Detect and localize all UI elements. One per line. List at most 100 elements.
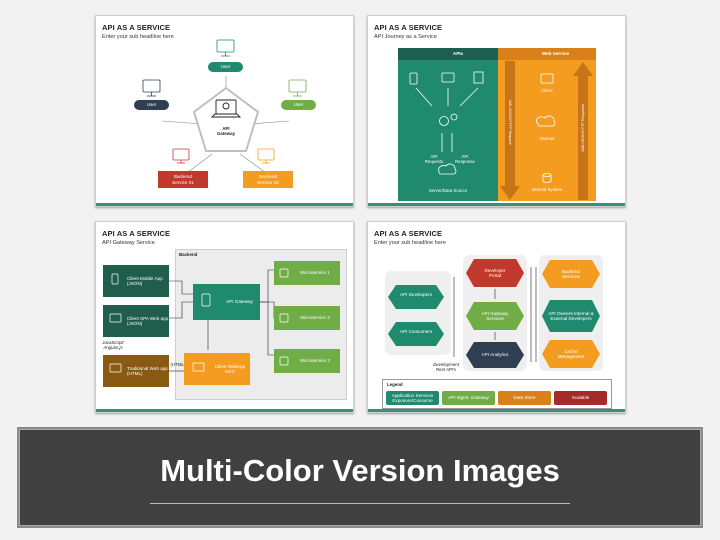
microservice-3: Microservice 3 xyxy=(274,349,340,373)
caption-banner: Multi-Color Version Images xyxy=(19,429,701,526)
client-desktop-icon xyxy=(540,73,554,84)
internal-system-label: Internal System xyxy=(531,187,563,192)
spa-tech-label: JavaScript/ Angular.js xyxy=(102,340,124,351)
slide-subtitle: Enter your sub headline here xyxy=(102,34,174,40)
dev-rest-label: Development Rest API's xyxy=(433,362,459,373)
slide-subtitle: API Gateway Service xyxy=(102,240,155,246)
monitor-icon-top xyxy=(216,39,235,57)
developer-portal-shape xyxy=(466,259,524,287)
apis-panel xyxy=(398,48,498,201)
document-icon xyxy=(473,71,484,84)
monitor-icon-backend2 xyxy=(257,148,275,164)
slide-thumbnail-1[interactable]: API AS A SERVICE Enter your sub headline… xyxy=(95,15,354,207)
laptop-gear-icon xyxy=(210,99,242,118)
cache-management-shape xyxy=(542,340,600,368)
api-analytics-label: API Analytics xyxy=(481,352,509,358)
slide-thumbnail-3[interactable]: API AS A SERVICE API Gateway Service Bac… xyxy=(95,221,354,413)
microservice-2-label: Microservice 2 xyxy=(300,315,330,321)
microservice-1: Microservice 1 xyxy=(274,261,340,285)
data-source-label: Server/Data Source xyxy=(428,188,468,193)
desktop-icon xyxy=(441,72,455,83)
client-mvc-label: Client WebApp MVC xyxy=(214,363,246,375)
client-spa-label: Client SPA Web app (JSON) xyxy=(127,315,169,327)
api-developers-label: API Developers xyxy=(400,292,432,297)
spa-monitor-icon xyxy=(109,313,122,323)
gateway-pentagon xyxy=(192,86,260,152)
cache-management-label: Cache Management xyxy=(557,348,585,360)
api-gateway-box: API Gateway xyxy=(193,284,260,320)
apis-header: APIs xyxy=(452,51,464,57)
connector-lines xyxy=(142,39,307,174)
backend-services-shape xyxy=(542,260,600,288)
legend-scalable: Scalable xyxy=(554,391,607,405)
traditional-web-app: Traditional Web app (HTML) xyxy=(103,355,169,387)
traditional-monitor-icon xyxy=(109,363,122,373)
backend-services-label: Backend Services xyxy=(562,268,580,280)
slide-subtitle: Enter your sub headline here xyxy=(374,240,446,246)
api-response-label: API Response xyxy=(455,154,475,165)
html-label: (HTML) xyxy=(170,362,186,367)
api-gateway-label: API Gateway xyxy=(226,299,253,305)
hex-arrows xyxy=(388,259,600,368)
phone-icon xyxy=(409,72,418,85)
micro1-gear-icon xyxy=(279,268,289,278)
api-analytics-shape xyxy=(466,342,524,368)
monitor-icon-backend1 xyxy=(172,148,190,164)
database-icon xyxy=(542,173,552,177)
client-mobile-app: Client Mobile App (JSON) xyxy=(103,265,169,297)
mvc-monitor-icon xyxy=(192,362,205,372)
legend-data-store: Data Store xyxy=(498,391,551,405)
box-icons xyxy=(109,268,289,373)
gear-icon xyxy=(439,116,449,126)
apis-header-bar xyxy=(398,48,498,60)
microservice-3-label: Microservice 3 xyxy=(300,358,330,364)
user-label-top: User xyxy=(208,62,243,72)
microservice-2: Microservice 2 xyxy=(274,306,340,330)
micro3-gear-icon xyxy=(279,356,289,366)
slide-title: API AS A SERVICE xyxy=(374,23,443,32)
backend-service-02: Backend Service 02 xyxy=(243,171,293,188)
api-consumers-shape xyxy=(388,322,444,346)
legend-application-services: Application Services Exposure/Consume xyxy=(386,391,439,405)
micro2-gear-icon xyxy=(279,313,289,323)
request-arrow-label: XML/JSON/HTTP Request xyxy=(508,99,512,145)
user-label-right: User xyxy=(281,100,316,110)
api-requests-label: API Requests xyxy=(424,154,444,165)
api-developers-shape xyxy=(388,285,444,309)
client-mobile-label: Client Mobile App (JSON) xyxy=(127,275,163,287)
internet-label: Internet xyxy=(539,136,555,141)
microservice-1-label: Microservice 1 xyxy=(300,270,330,276)
slide-title: API AS A SERVICE xyxy=(374,229,443,238)
legend-api-mgmt-gateway: API Mgmt. Gateway xyxy=(442,391,495,405)
web-header-bar xyxy=(498,48,596,60)
journey-graphics xyxy=(409,61,593,200)
client-label: Client xyxy=(541,88,553,93)
monitor-icon-left xyxy=(142,79,161,97)
internet-cloud-icon xyxy=(536,115,556,127)
slide-title: API AS A SERVICE xyxy=(102,229,171,238)
gateway-services-label: API Gateway Services xyxy=(481,310,509,322)
response-arrow-label: XML/JSON/HTTP Response xyxy=(581,103,585,153)
api-consumers-label: API Consumers xyxy=(399,329,433,334)
monitor-icon-right xyxy=(288,79,307,97)
backend-service-01: Backend Service 01 xyxy=(158,171,208,188)
web-service-header: Web Service xyxy=(541,51,570,57)
server-cloud-icon xyxy=(438,163,457,175)
gateway-services-shape xyxy=(466,302,524,330)
slide-title: API AS A SERVICE xyxy=(102,23,171,32)
request-arrow xyxy=(500,61,520,200)
slide-thumbnail-4[interactable]: API AS A SERVICE Enter your sub headline… xyxy=(367,221,626,413)
gateway-tablet-icon xyxy=(201,293,211,307)
api-gateway-label: API Gateway xyxy=(216,126,236,137)
banner-underline xyxy=(150,503,570,504)
client-spa-app: Client SPA Web app (JSON) xyxy=(103,305,169,337)
mobile-icon xyxy=(111,273,119,285)
slide-subtitle: API Journey as a Service xyxy=(374,34,437,40)
api-owners-shape xyxy=(542,300,600,332)
backend-label: Backend xyxy=(179,252,198,257)
banner-title: Multi-Color Version Images xyxy=(160,453,560,488)
developer-portal-label: Developer Portal xyxy=(484,267,506,279)
slide-thumbnail-2[interactable]: API AS A SERVICE API Journey as a Servic… xyxy=(367,15,626,207)
legend-title: Legend xyxy=(387,382,403,387)
traditional-label: Traditional Web app (HTML) xyxy=(127,365,168,377)
